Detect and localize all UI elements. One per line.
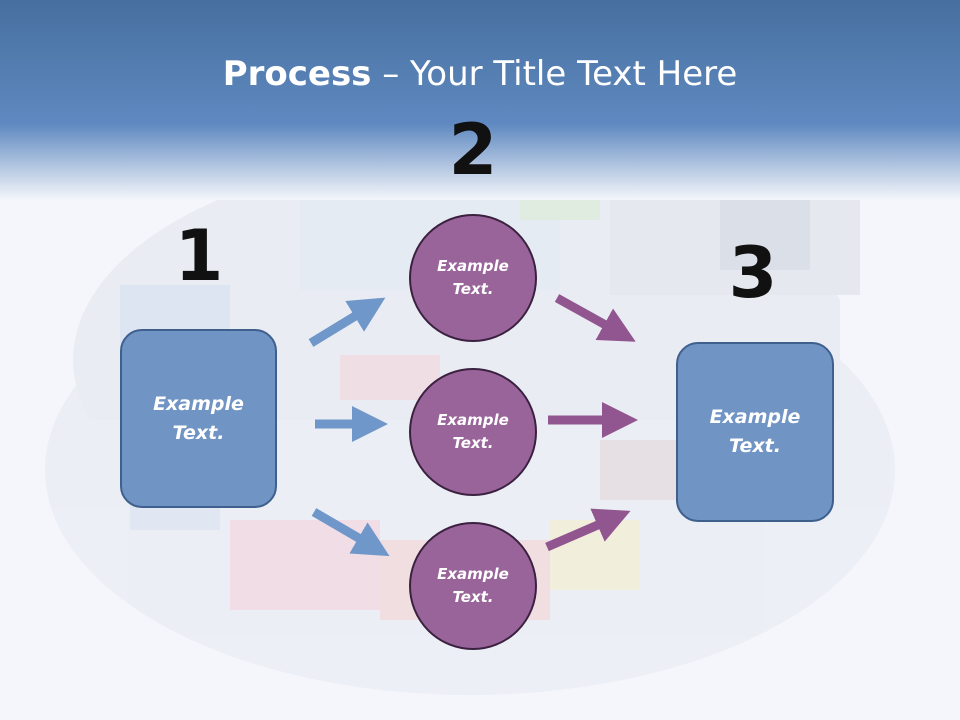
arrow-left-to-bottom	[311, 508, 390, 557]
circle-top: Example Text.	[409, 214, 537, 342]
slide-title: Process – Your Title Text Here	[0, 52, 960, 96]
step-number-2: 2	[448, 109, 498, 191]
step-number-1: 1	[174, 215, 224, 297]
circle-middle: Example Text.	[409, 368, 537, 496]
left-process-box: Example Text.	[120, 329, 277, 508]
title-band	[0, 0, 960, 200]
arrow-top-to-right	[554, 294, 636, 342]
arrow-left-to-top	[308, 297, 386, 347]
arrow-bottom-to-right	[545, 508, 631, 552]
circle-top-text: Example Text.	[437, 257, 509, 298]
right-box-text: Example Text.	[709, 406, 801, 457]
title-rest: – Your Title Text Here	[371, 54, 738, 94]
step-number-3: 3	[728, 232, 778, 314]
circle-bottom: Example Text.	[409, 522, 537, 650]
right-process-box: Example Text.	[676, 342, 834, 522]
title-strong: Process	[222, 54, 372, 94]
circle-bottom-text: Example Text.	[437, 565, 509, 606]
left-box-text: Example Text.	[153, 392, 244, 444]
circle-middle-text: Example Text.	[437, 411, 509, 452]
